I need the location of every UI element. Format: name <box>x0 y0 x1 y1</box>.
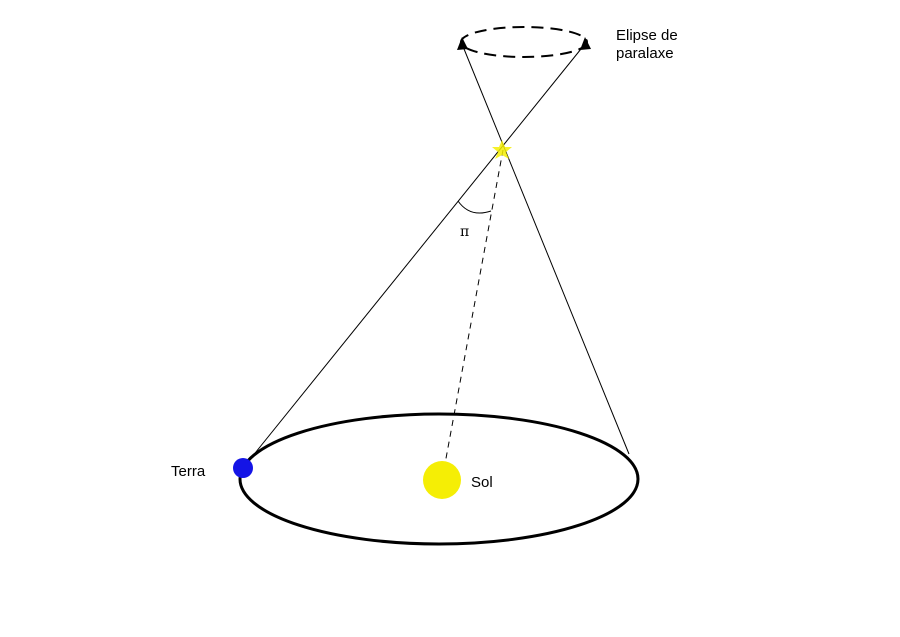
parallax-arrow-left-icon <box>457 37 468 50</box>
parallax-ellipse <box>460 26 588 58</box>
parallax-angle-arc <box>457 200 492 214</box>
earth-icon <box>233 458 253 478</box>
parallax-arrow-right-icon <box>580 37 591 50</box>
sun-label: Sol <box>471 474 493 491</box>
parallax-angle-label: π <box>460 224 469 240</box>
parallax-ellipse-label-line1: Elipse de <box>616 27 678 44</box>
earth-label: Terra <box>171 463 206 480</box>
parallax-ellipse-label-line2: paralaxe <box>616 45 674 62</box>
earth-orbit <box>238 412 640 546</box>
sight-line-left <box>242 43 586 469</box>
sun-star-line <box>441 149 504 481</box>
star-icon <box>492 140 512 159</box>
sun-icon <box>423 461 461 499</box>
sight-line-right <box>461 43 630 455</box>
